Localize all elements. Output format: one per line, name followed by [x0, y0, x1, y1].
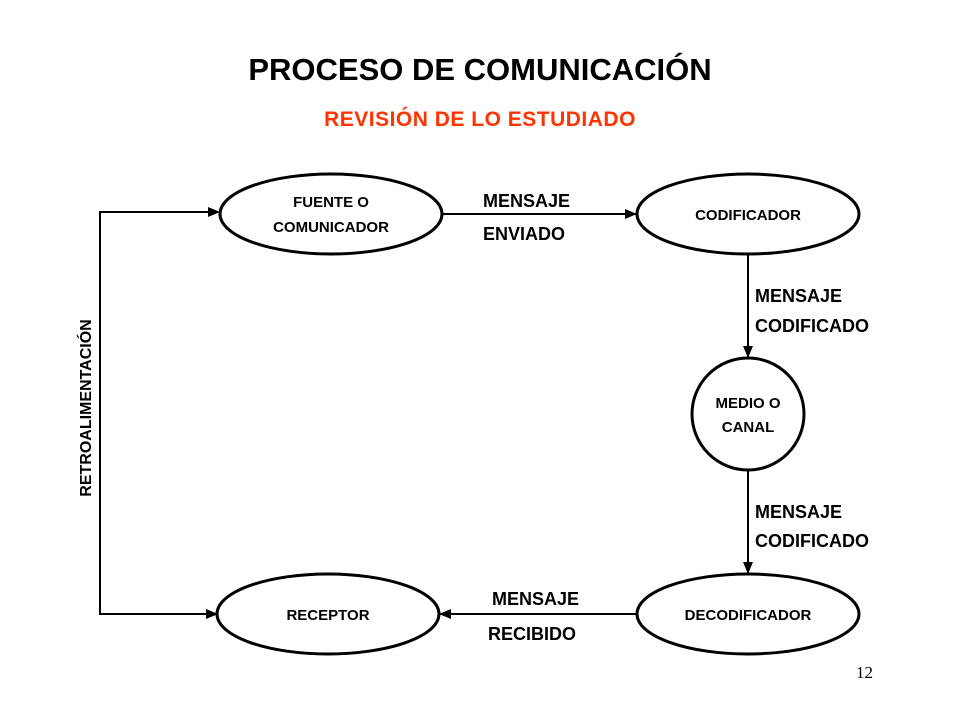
feedback-arrowhead-top — [208, 207, 220, 217]
medio-node — [690, 356, 806, 472]
recibido-label-1: MENSAJE — [492, 589, 579, 609]
feedback-line — [99, 211, 218, 615]
fuente-label-1: FUENTE O — [293, 194, 369, 211]
receptor-label: RECEPTOR — [286, 607, 369, 624]
page-number: 12 — [856, 663, 873, 682]
medio-label-1: MEDIO O — [715, 395, 780, 412]
decodificador-label: DECODIFICADOR — [685, 607, 812, 624]
retroalimentacion-label: RETROALIMENTACIÓN — [76, 319, 95, 496]
fuente-label-2: COMUNICADOR — [273, 219, 389, 236]
page-title: PROCESO DE COMUNICACIÓN — [248, 52, 712, 87]
medio-label-2: CANAL — [722, 419, 775, 436]
codificado-2-label-2: CODIFICADO — [755, 531, 869, 551]
page-subtitle: REVISIÓN DE LO ESTUDIADO — [324, 108, 636, 131]
codificado-1-label-2: CODIFICADO — [755, 316, 869, 336]
feedback-arrowhead-bottom — [206, 609, 218, 619]
codificado-2-label-1: MENSAJE — [755, 502, 842, 522]
enviado-label-2: ENVIADO — [483, 224, 565, 244]
recibido-label-2: RECIBIDO — [488, 624, 576, 644]
codificado-1-label-1: MENSAJE — [755, 286, 842, 306]
enviado-label-1: MENSAJE — [483, 191, 570, 211]
fuente-node — [218, 172, 444, 256]
codificador-label: CODIFICADOR — [695, 207, 801, 224]
